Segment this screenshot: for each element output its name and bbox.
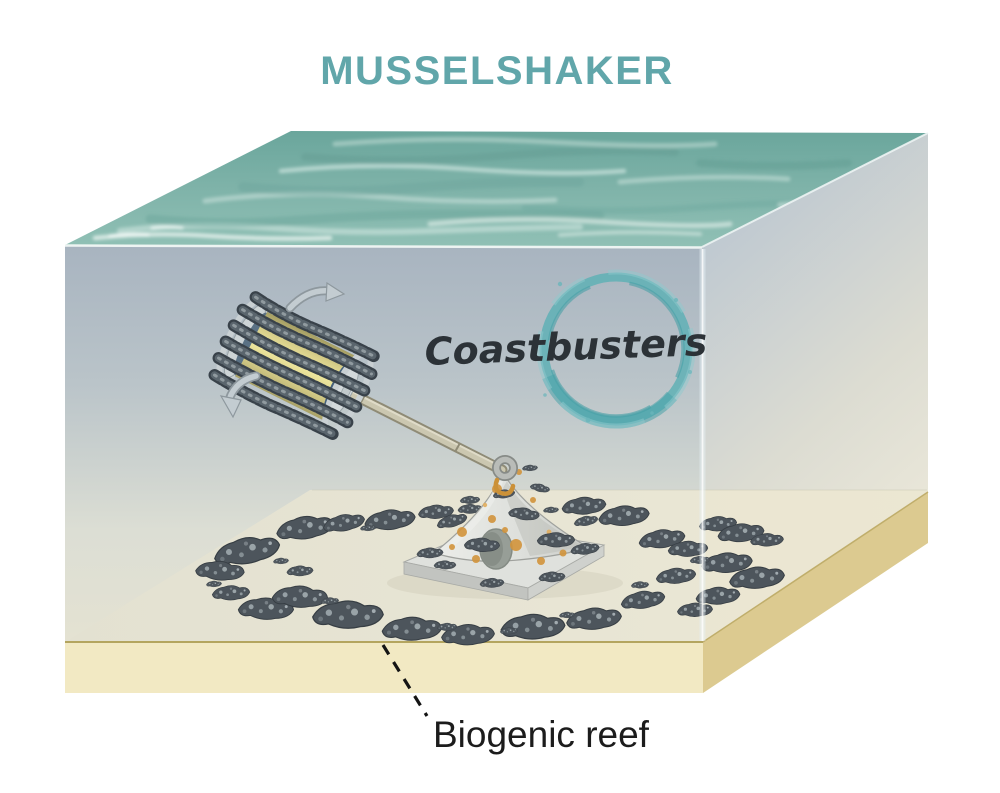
biogenic-reef-label: Biogenic reef <box>433 714 650 755</box>
box-edge-right-top <box>701 132 929 248</box>
scene-3d-box <box>64 131 929 693</box>
musselshaker-drum <box>209 292 381 440</box>
leader-line <box>381 644 429 717</box>
water-surface <box>65 131 928 247</box>
rotation-arrow-top-icon <box>285 281 346 313</box>
sand-front-face <box>65 642 703 693</box>
anchor-block <box>387 464 623 601</box>
page-title: MUSSELSHAKER <box>320 49 674 93</box>
box-edge-front-top <box>64 244 703 249</box>
logo-text: Coastbusters <box>424 320 708 374</box>
logo-ring <box>536 269 696 429</box>
sand-side-bevel <box>703 492 928 693</box>
sand-bevel-top-edge <box>702 491 929 643</box>
rotation-arrow-bottom-icon <box>219 371 261 419</box>
shackle-link <box>493 477 516 496</box>
anchor-eyelet <box>492 455 518 496</box>
coastbusters-logo: Coastbusters <box>424 269 708 429</box>
